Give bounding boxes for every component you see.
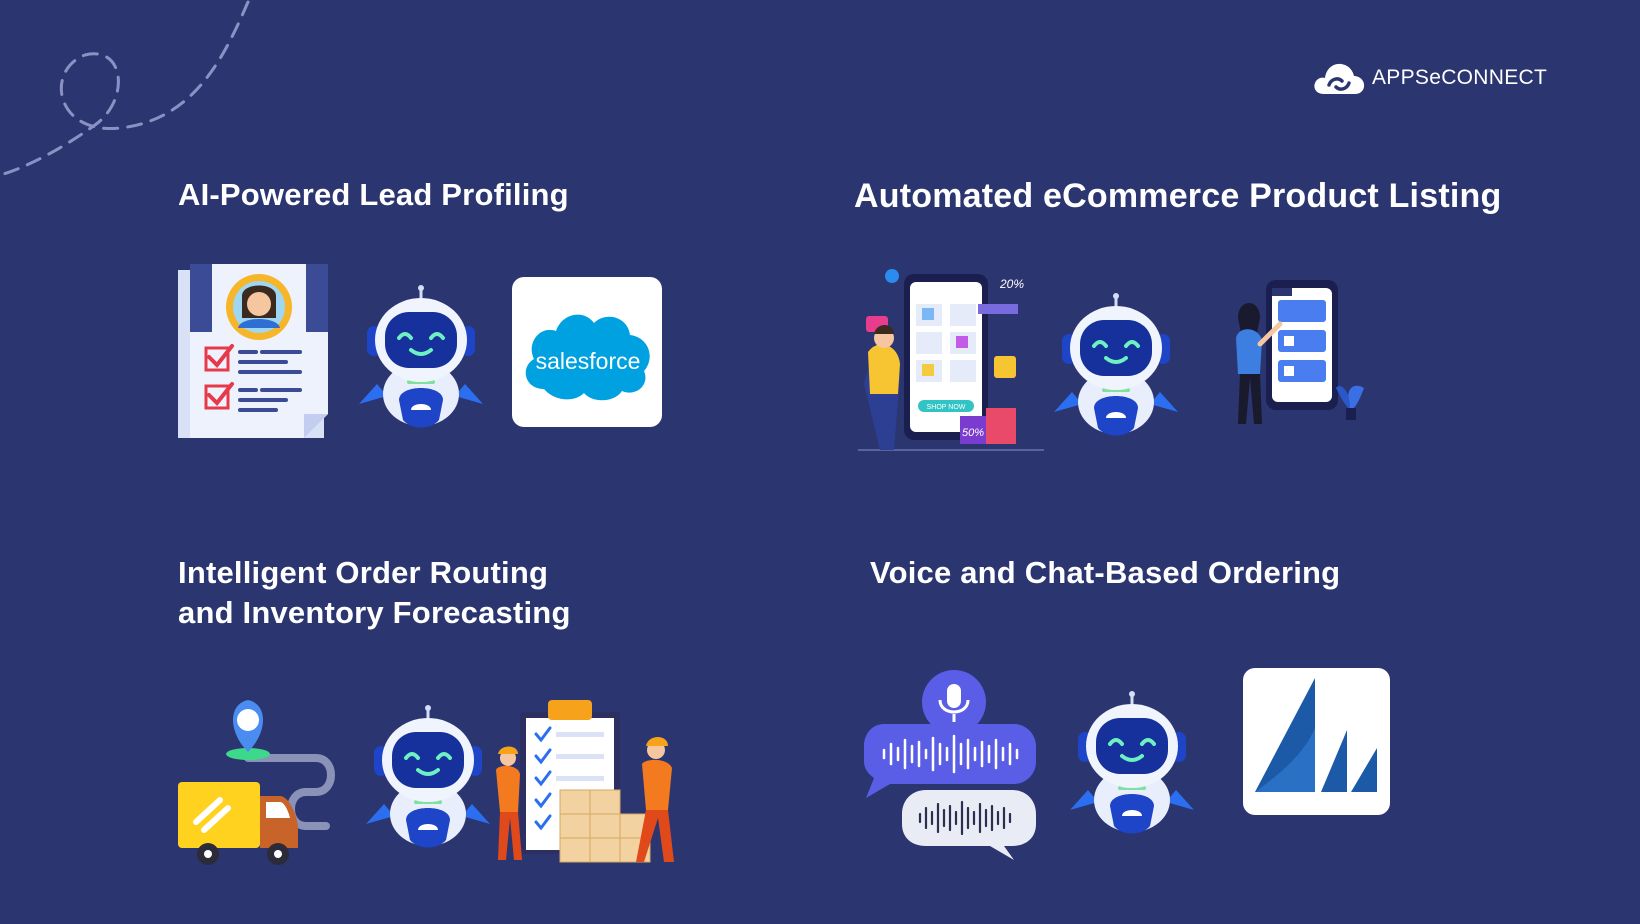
discount-50-label: 50% [962, 427, 984, 439]
warehouse-inventory-illustration [496, 700, 674, 863]
dynamics-card [1243, 668, 1390, 815]
dynamics-logo-icon [1255, 678, 1377, 792]
ai-robot-icon [1070, 691, 1194, 834]
ai-robot-icon [1054, 293, 1178, 436]
title-order-routing-line2: and Inventory Forecasting [178, 595, 571, 630]
cloud-logo-icon [1314, 63, 1365, 94]
voice-chat-bubbles-illustration [864, 670, 1036, 860]
decorative-dashed-curve [0, 0, 250, 177]
shop-now-label: SHOP NOW [927, 404, 966, 411]
delivery-truck-route-illustration [178, 700, 335, 865]
title-voice-chat: Voice and Chat-Based Ordering [870, 555, 1341, 590]
title-order-routing-line1: Intelligent Order Routing [178, 555, 549, 590]
salesforce-logo-icon: salesforce [525, 314, 650, 401]
mobile-product-listing-illustration [1236, 280, 1364, 424]
profile-document-icon [178, 264, 328, 438]
ai-robot-icon [366, 705, 490, 848]
ai-robot-icon [359, 285, 483, 428]
brand-name: APPSeCONNECT [1372, 66, 1548, 89]
salesforce-card: salesforce [512, 277, 662, 427]
title-lead-profiling: AI-Powered Lead Profiling [178, 177, 569, 212]
title-product-listing: Automated eCommerce Product Listing [854, 177, 1502, 215]
brand-logo[interactable]: APPSeCONNECT [1312, 58, 1547, 98]
discount-20-label: 20% [999, 277, 1024, 291]
ecommerce-shopping-illustration: SHOP NOW 20% 50% [858, 269, 1044, 451]
salesforce-label: salesforce [536, 348, 641, 374]
